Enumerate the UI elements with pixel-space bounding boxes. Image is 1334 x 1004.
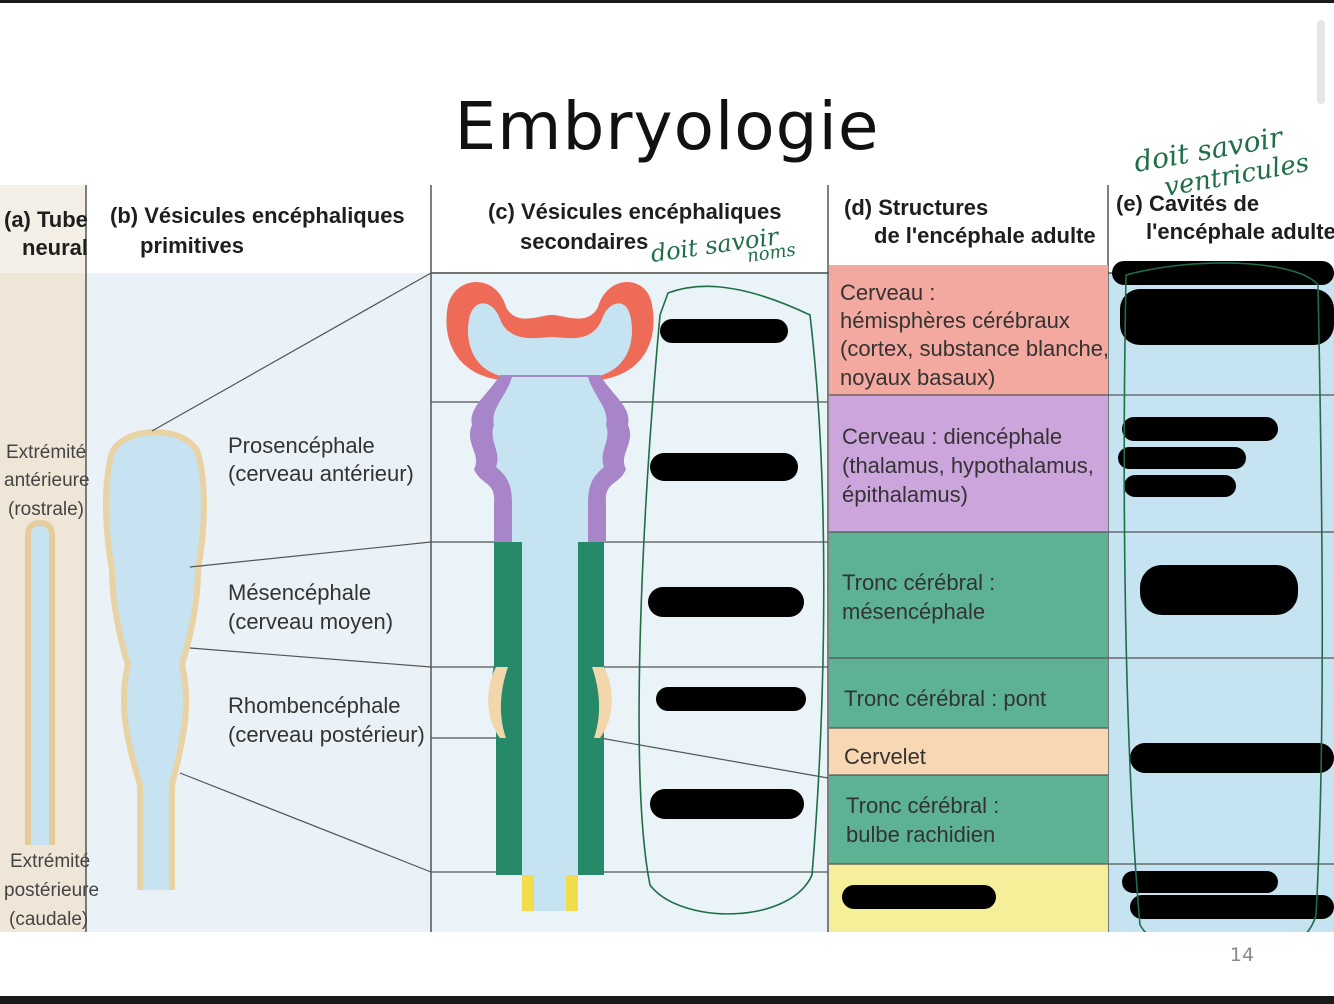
struct-1-line-1: (thalamus, hypothalamus, xyxy=(842,453,1094,478)
spinal-right xyxy=(566,875,578,911)
col-a-header-1: (a) Tube xyxy=(4,207,88,232)
redaction-4 xyxy=(656,687,806,711)
struct-4-line-0: Cervelet xyxy=(844,744,926,769)
diencephalon-cavity xyxy=(492,377,608,542)
posterior-label-2: postérieure xyxy=(4,880,99,901)
redaction-8 xyxy=(1122,417,1278,441)
struct-0-line-0: Cerveau : xyxy=(840,280,935,305)
struct-2-line-0: Tronc cérébral : xyxy=(842,570,995,595)
hand-loop-cavities xyxy=(1123,262,1324,963)
struct-5-line-1: bulbe rachidien xyxy=(846,822,995,847)
row-medulla xyxy=(829,775,1108,864)
cerebellum-left xyxy=(488,667,508,738)
struct-0-line-3: noyaux basaux) xyxy=(840,365,995,390)
redaction-10 xyxy=(1124,475,1236,497)
col-c-header-1: (c) Vésicules encéphaliques xyxy=(488,199,781,224)
struct-0-line-1: hémisphères cérébraux xyxy=(840,308,1070,333)
redaction-11 xyxy=(1140,565,1298,615)
page-number: 14 xyxy=(1229,944,1255,966)
primary-vesicles-shape xyxy=(103,429,207,890)
col-e-header-2: l'encéphale adulte xyxy=(1146,219,1334,244)
struct-3-line-0: Tronc cérébral : pont xyxy=(844,686,1046,711)
header-strip xyxy=(86,185,1334,273)
anterior-label-1: Extrémité xyxy=(6,442,86,463)
col-c-header-2: secondaires xyxy=(520,229,648,254)
struct-2-line-1: mésencéphale xyxy=(842,599,985,624)
anterior-label-3: (rostrale) xyxy=(8,499,84,520)
redaction-13 xyxy=(1122,871,1278,893)
telencephalon-cavity xyxy=(467,303,633,377)
redaction-7 xyxy=(1120,289,1334,345)
top-border xyxy=(0,0,1334,3)
row-diencephalon xyxy=(829,395,1108,532)
cerebellum-right xyxy=(592,667,612,738)
rhombencephale-label: Rhombencéphale xyxy=(228,693,400,718)
hand-loop-secondary xyxy=(638,285,825,915)
brainstem-cavity xyxy=(522,542,578,875)
rhombencephale-sub: (cerveau postérieur) xyxy=(228,722,425,747)
redaction-15 xyxy=(842,885,996,909)
prosencephale-sub: (cerveau antérieur) xyxy=(228,461,414,486)
struct-5-line-0: Tronc cérébral : xyxy=(846,793,999,818)
redaction-12 xyxy=(1130,743,1334,773)
brainstem-tube xyxy=(491,542,609,875)
row-mesencephalon xyxy=(829,532,1108,658)
col-b-header-2: primitives xyxy=(140,233,244,258)
struct-1-line-0: Cerveau : diencéphale xyxy=(842,424,1062,449)
neural-tube xyxy=(25,519,55,845)
prosencephale-label: Prosencéphale xyxy=(228,433,375,458)
redaction-3 xyxy=(648,587,804,617)
redaction-5 xyxy=(650,789,804,819)
embryology-figure: (a) Tube neural (b) Vésicules encéphaliq… xyxy=(0,185,1334,963)
redaction-1 xyxy=(660,319,788,343)
slide-title: Embryologie xyxy=(454,88,880,165)
row-pons xyxy=(829,658,1108,728)
scrollbar[interactable] xyxy=(1317,20,1325,104)
col-e-header-1: (e) Cavités de xyxy=(1116,191,1259,216)
structure-rows xyxy=(829,265,1108,932)
redactions-secondary xyxy=(648,319,806,819)
spinal-cavity xyxy=(534,875,566,911)
redaction-9 xyxy=(1118,447,1246,469)
mesencephale-label: Mésencéphale xyxy=(228,580,371,605)
struct-0-line-2: (cortex, substance blanche, xyxy=(840,336,1109,361)
struct-1-line-2: épithalamus) xyxy=(842,482,968,507)
col-a-header-2: neural xyxy=(22,235,88,260)
posterior-label-3: (caudale) xyxy=(9,909,88,930)
redaction-14 xyxy=(1130,895,1334,919)
col-d-header-2: de l'encéphale adulte xyxy=(874,223,1096,248)
mesencephale-sub: (cerveau moyen) xyxy=(228,609,393,634)
row-cerebellum xyxy=(829,728,1108,775)
spinal-left xyxy=(522,875,534,911)
row-hemispheres xyxy=(829,265,1108,395)
header-strip-a xyxy=(0,185,86,273)
posterior-label-1: Extrémité xyxy=(10,851,90,872)
redactions-cavities xyxy=(1112,261,1334,919)
anterior-label-2: antérieure xyxy=(4,470,90,491)
bottom-border xyxy=(0,996,1334,1004)
redaction-2 xyxy=(650,453,798,481)
col-b-header-1: (b) Vésicules encéphaliques xyxy=(110,203,405,228)
col-d-header-1: (d) Structures xyxy=(844,195,988,220)
